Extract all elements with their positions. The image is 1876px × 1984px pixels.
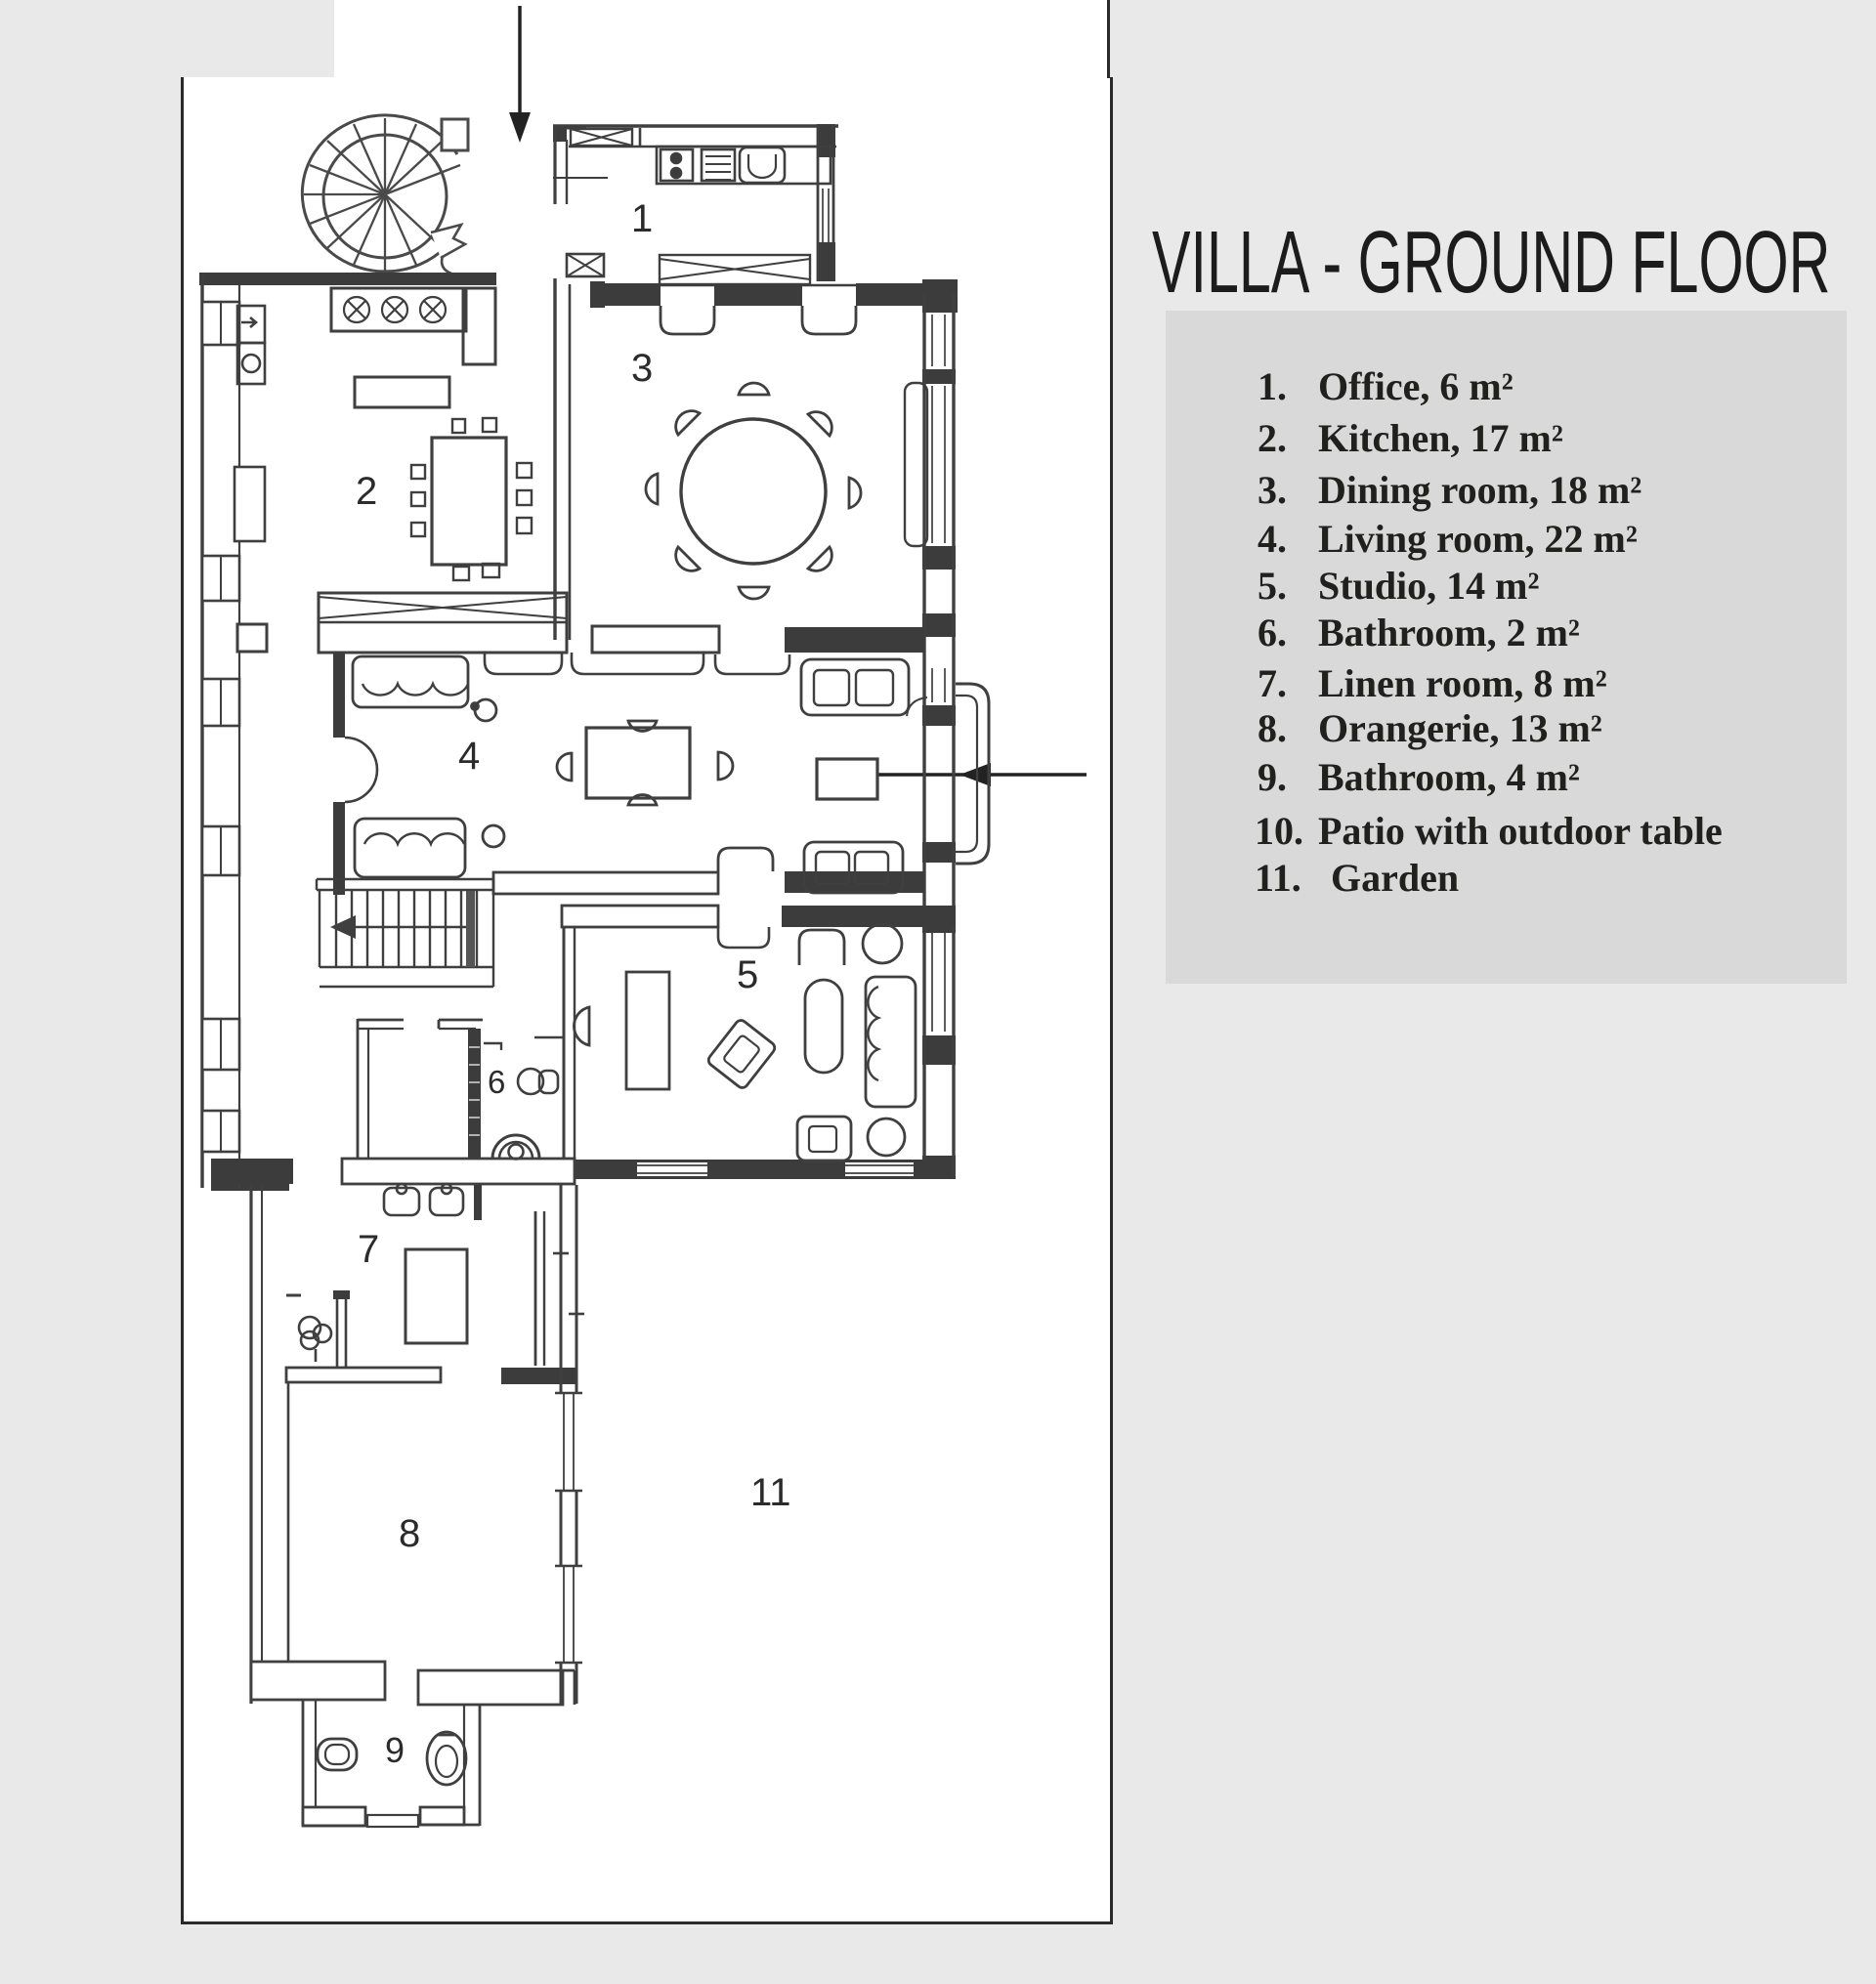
svg-text:6: 6 <box>488 1064 505 1100</box>
svg-text:1: 1 <box>631 197 653 240</box>
svg-text:11: 11 <box>750 1471 791 1514</box>
svg-text:9: 9 <box>385 1730 405 1770</box>
svg-text:5: 5 <box>737 953 758 996</box>
svg-text:8: 8 <box>399 1512 420 1555</box>
svg-text:4: 4 <box>458 735 480 778</box>
svg-text:2: 2 <box>356 470 377 513</box>
svg-text:3: 3 <box>631 347 653 390</box>
svg-text:7: 7 <box>358 1228 379 1271</box>
